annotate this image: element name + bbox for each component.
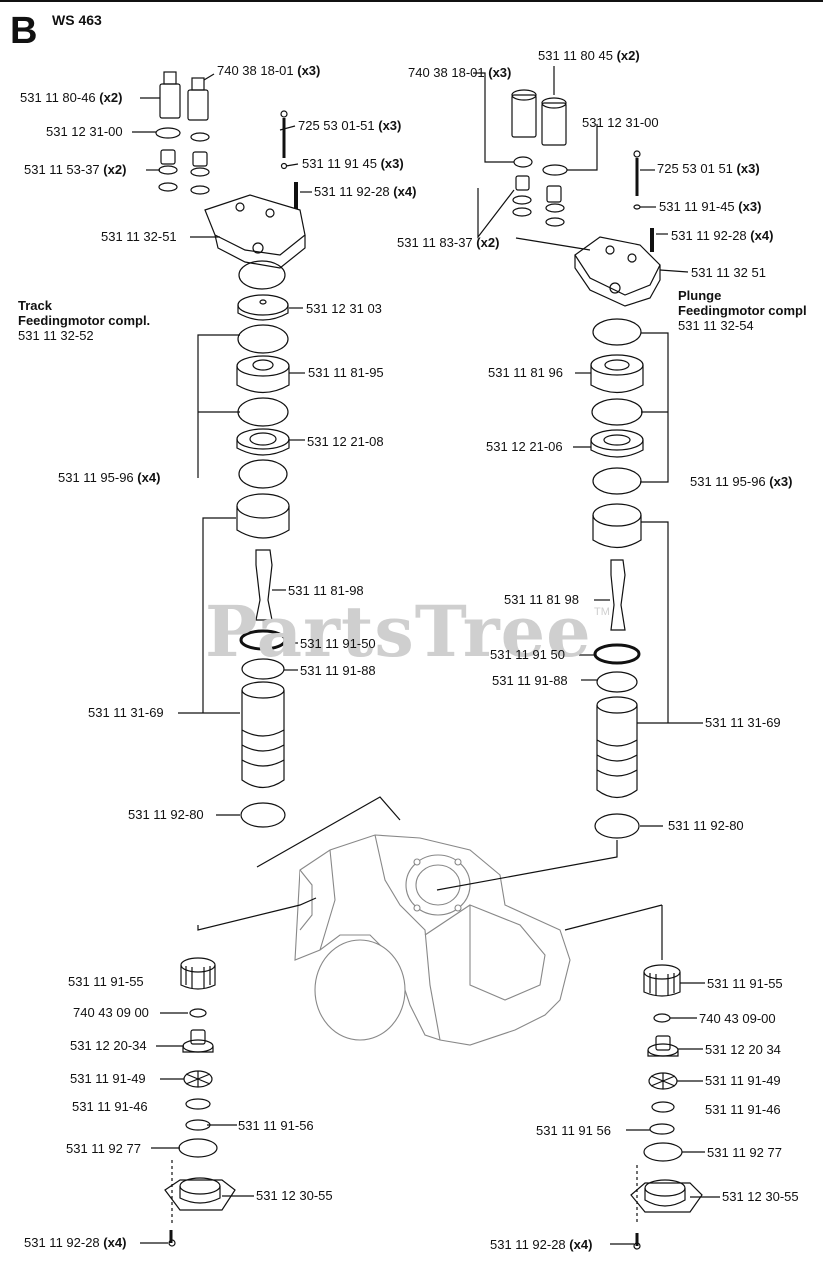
bottom-left-stack [164, 957, 236, 1247]
part-label-l15: 531 11 91-88 [300, 663, 376, 678]
part-label-b3: 531 12 20-34 [70, 1038, 147, 1053]
part-label-b7: 531 11 92 77 [66, 1141, 141, 1156]
part-label-l9: 531 12 31 03 [306, 301, 382, 316]
part-label-c2: 740 43 09-00 [699, 1011, 776, 1026]
part-label-r6: 531 11 83-37 (x2) [397, 235, 500, 250]
part-label-b2: 740 43 09 00 [73, 1005, 149, 1020]
right-stack-parts [590, 318, 644, 839]
part-label-r1: 740 38 18-01 (x3) [408, 65, 512, 80]
part-label-c8: 531 12 30-55 [722, 1189, 799, 1204]
part-label-l4: 725 53 01-51 (x3) [298, 118, 402, 133]
part-label-r16: 531 11 92-80 [668, 818, 744, 833]
track-subtitle: Feedingmotor compl. [18, 313, 151, 328]
part-label-r8: 531 11 32 51 [691, 265, 766, 280]
part-label-l8: 531 11 32-51 [101, 229, 177, 244]
part-label-l6: 531 11 91 45 (x3) [302, 156, 404, 171]
part-label-l10: 531 11 81-95 [308, 365, 384, 380]
part-label-c5: 531 11 91-46 [705, 1102, 781, 1117]
part-label-l2: 740 38 18-01 (x3) [217, 63, 321, 78]
section-letter: B [10, 10, 38, 52]
plunge-number: 531 11 32-54 [678, 318, 754, 333]
part-label-r9: 531 11 81 96 [488, 365, 563, 380]
part-label-r11: 531 11 95-96 (x3) [690, 474, 793, 489]
left-stack-parts [236, 260, 290, 828]
bottom-left-leaders [140, 1012, 254, 1244]
bottom-right-stack [630, 964, 703, 1250]
track-title: Track [18, 298, 52, 313]
left-leaders [132, 73, 312, 816]
part-label-l12: 531 11 95-96 (x4) [58, 470, 161, 485]
part-label-c6: 531 11 91 56 [536, 1123, 611, 1138]
part-label-l5: 531 11 53-37 (x2) [24, 162, 127, 177]
housing-leaders [197, 796, 663, 960]
part-label-c9: 531 11 92-28 (x4) [490, 1237, 593, 1252]
part-label-l3: 531 12 31-00 [46, 124, 123, 139]
part-label-b4: 531 11 91-49 [70, 1071, 146, 1086]
part-label-c1: 531 11 91-55 [707, 976, 783, 991]
part-label-l11: 531 12 21-08 [307, 434, 384, 449]
part-label-r10: 531 12 21-06 [486, 439, 563, 454]
part-label-b6: 531 11 91-56 [238, 1118, 314, 1133]
right-leaders [473, 66, 703, 827]
right-valve-top [511, 89, 661, 307]
part-label-r12: 531 11 81 98 [504, 592, 579, 607]
bottom-right-leaders [610, 982, 720, 1245]
part-label-b9: 531 11 92-28 (x4) [24, 1235, 127, 1250]
part-label-r7: 531 11 92-28 (x4) [671, 228, 774, 243]
part-label-b5: 531 11 91-46 [72, 1099, 148, 1114]
top-rule [0, 0, 823, 2]
part-label-l13: 531 11 81-98 [288, 583, 364, 598]
plunge-subtitle: Feedingmotor compl [678, 303, 807, 318]
part-label-r3: 531 12 31-00 [582, 115, 659, 130]
part-label-b8: 531 12 30-55 [256, 1188, 333, 1203]
part-label-r4: 725 53 01 51 (x3) [657, 161, 760, 176]
part-label-l7: 531 11 92-28 (x4) [314, 184, 417, 199]
part-label-r2: 531 11 80 45 (x2) [538, 48, 640, 63]
plunge-title: Plunge [678, 288, 722, 303]
part-label-l16: 531 11 31-69 [88, 705, 164, 720]
left-valve-top [155, 71, 306, 269]
model-name: WS 463 [52, 12, 102, 28]
part-label-l17: 531 11 92-80 [128, 807, 204, 822]
track-number: 531 11 32-52 [18, 328, 94, 343]
part-label-b1: 531 11 91-55 [68, 974, 144, 989]
part-label-r14: 531 11 91-88 [492, 673, 568, 688]
part-label-c4: 531 11 91-49 [705, 1073, 781, 1088]
part-label-r15: 531 11 31-69 [705, 715, 781, 730]
part-label-r5: 531 11 91-45 (x3) [659, 199, 762, 214]
part-label-l1: 531 11 80-46 (x2) [20, 90, 123, 105]
part-label-c3: 531 12 20 34 [705, 1042, 781, 1057]
part-label-c7: 531 11 92 77 [707, 1145, 782, 1160]
watermark-tm: TM [594, 606, 610, 618]
part-label-r13: 531 11 91 50 [490, 647, 565, 662]
gearbox-housing [294, 834, 571, 1046]
watermark: PartsTree [205, 590, 592, 673]
part-label-l14: 531 11 91-50 [300, 636, 376, 651]
